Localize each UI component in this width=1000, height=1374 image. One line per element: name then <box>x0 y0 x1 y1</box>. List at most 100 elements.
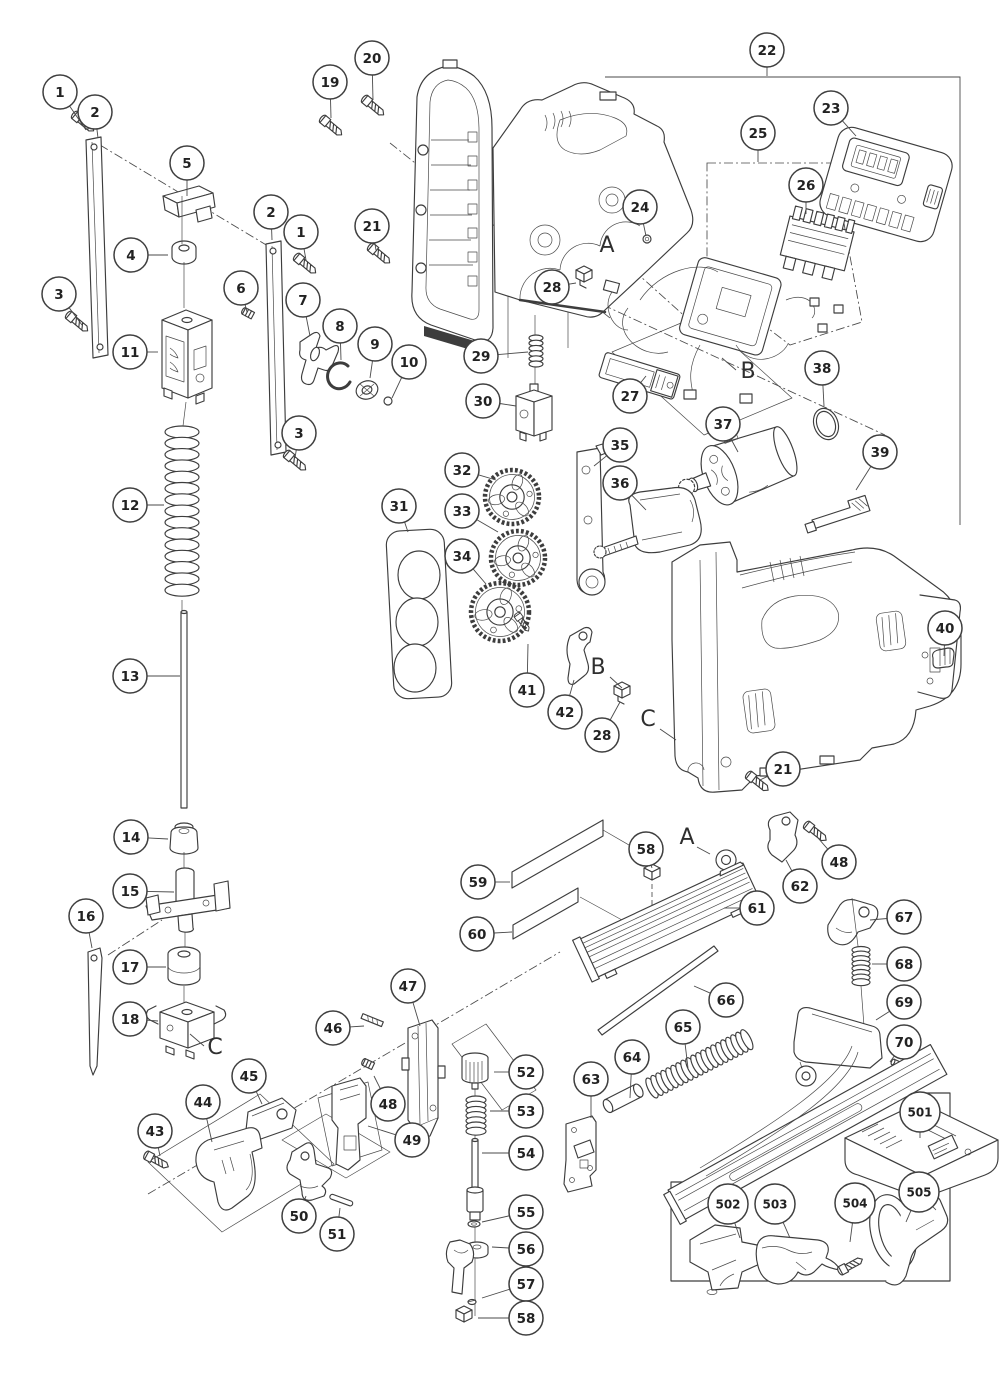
gasket-31 <box>385 528 453 700</box>
balloon-28: 28 <box>534 269 577 305</box>
latch-hook-56 <box>445 1239 475 1295</box>
harness-wires <box>602 234 844 404</box>
balloon-61: 61 <box>724 890 775 926</box>
svg-text:33: 33 <box>453 504 472 520</box>
spring-53 <box>465 1095 487 1136</box>
balloon-36: 36 <box>602 465 647 511</box>
svg-text:2: 2 <box>90 105 99 121</box>
lever-62 <box>767 811 799 863</box>
svg-text:35: 35 <box>611 438 630 454</box>
svg-text:56: 56 <box>517 1242 536 1258</box>
balloon-37: 37 <box>705 406 741 453</box>
svg-text:503: 503 <box>762 1197 787 1211</box>
svg-text:C: C <box>207 1035 222 1060</box>
balloon-9: 9 <box>357 326 393 379</box>
screw-504 <box>835 1254 866 1277</box>
svg-text:47: 47 <box>399 979 418 995</box>
svg-text:64: 64 <box>623 1050 642 1066</box>
balloon-32: 32 <box>444 452 497 488</box>
plane-knob <box>451 1023 537 1111</box>
nose-assembly-47 <box>401 1019 446 1141</box>
balloon-70: 70 <box>886 1024 922 1063</box>
balloon-14: 14 <box>113 819 169 855</box>
balloon-40: 40 <box>927 610 963 657</box>
bumper-14 <box>169 822 199 855</box>
svg-text:22: 22 <box>758 43 777 59</box>
guide-bar-left <box>85 136 109 359</box>
balloon-6: 6 <box>223 270 259 313</box>
balloon-55: 55 <box>481 1194 544 1230</box>
gear-32 <box>482 467 542 527</box>
balloon-25: 25 <box>740 115 776 162</box>
ref-letter-A: A <box>599 233 614 258</box>
balloon-50: 50 <box>281 1195 317 1234</box>
svg-text:7: 7 <box>298 293 307 309</box>
svg-text:3: 3 <box>294 426 303 442</box>
svg-text:13: 13 <box>121 669 140 685</box>
ref-letter-B: B <box>721 357 756 384</box>
svg-text:70: 70 <box>895 1035 914 1051</box>
svg-text:26: 26 <box>797 178 816 194</box>
trigger-44 <box>195 1127 263 1211</box>
balloon-502: 502 <box>707 1183 749 1239</box>
gear-33 <box>488 528 548 588</box>
driver-rod-13 <box>180 609 188 809</box>
screw-48 <box>801 819 830 845</box>
svg-text:A: A <box>679 825 694 850</box>
svg-text:50: 50 <box>290 1209 309 1225</box>
balloon-34: 34 <box>444 538 487 585</box>
balloon-17: 17 <box>112 949 166 985</box>
balloon-29: 29 <box>463 338 529 374</box>
svg-text:68: 68 <box>895 957 914 973</box>
svg-text:49: 49 <box>403 1133 422 1149</box>
svg-text:14: 14 <box>122 830 141 846</box>
svg-text:59: 59 <box>469 875 488 891</box>
screw-21 <box>365 241 394 267</box>
o-ring-8 <box>326 361 352 391</box>
spring-12 <box>164 425 200 597</box>
svg-text:53: 53 <box>517 1104 536 1120</box>
gearbox-36 <box>593 486 702 559</box>
nail-strip-60 <box>512 887 579 940</box>
screw-43 <box>141 1149 172 1172</box>
balloon-2: 2 <box>253 194 289 241</box>
svg-text:17: 17 <box>121 960 140 976</box>
svg-text:28: 28 <box>593 728 612 744</box>
setscrew-6 <box>240 306 256 320</box>
balloon-30: 30 <box>465 383 517 419</box>
clip-28b <box>613 681 631 705</box>
balloon-33: 33 <box>444 493 499 533</box>
magazine-cover <box>663 1043 948 1225</box>
svg-text:62: 62 <box>791 879 810 895</box>
stopper-5 <box>162 185 216 223</box>
balloon-58: 58 <box>478 1300 544 1336</box>
o-ring-38 <box>812 407 840 441</box>
connector-block-26 <box>779 205 856 281</box>
balloon-15: 15 <box>112 873 175 909</box>
svg-text:58: 58 <box>637 842 656 858</box>
ref-letter-C: C <box>189 1033 223 1060</box>
balloon-69: 69 <box>875 984 922 1021</box>
svg-text:1: 1 <box>55 85 64 101</box>
balloon-68: 68 <box>872 946 922 982</box>
svg-text:12: 12 <box>121 498 140 514</box>
setscrew-48b <box>360 1057 376 1071</box>
balloon-504: 504 <box>834 1182 876 1243</box>
charger-501 <box>844 1101 999 1199</box>
balloon-2: 2 <box>77 94 113 139</box>
svg-text:34: 34 <box>453 549 472 565</box>
svg-text:502: 502 <box>715 1197 740 1211</box>
balloon-3: 3 <box>281 415 317 459</box>
block-58b <box>455 1305 473 1323</box>
svg-text:11: 11 <box>121 345 140 361</box>
svg-text:C: C <box>640 707 655 732</box>
svg-text:27: 27 <box>621 389 640 405</box>
balloon-3: 3 <box>41 276 83 326</box>
svg-text:19: 19 <box>321 75 340 91</box>
motor-37 <box>678 426 798 506</box>
battery-23 <box>819 126 953 243</box>
svg-text:16: 16 <box>77 909 96 925</box>
svg-text:54: 54 <box>517 1146 536 1162</box>
axis-lines-left <box>181 196 187 612</box>
